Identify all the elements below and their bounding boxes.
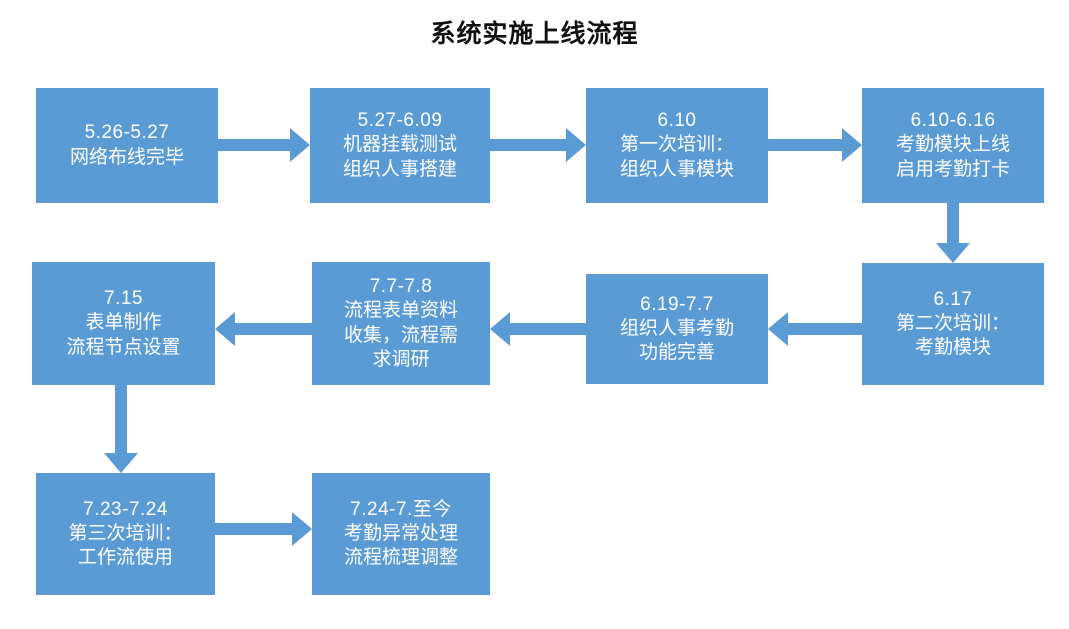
flow-node-4-line2: 启用考勤打卡 — [895, 158, 1010, 180]
arrow-n4-to-n5 — [936, 203, 970, 263]
arrow-n2-to-n3 — [490, 128, 586, 162]
flow-node-10-date: 7.24-7.至今 — [350, 498, 452, 520]
flow-node-3[interactable]: 6.10 第一次培训： 组织人事模块 — [586, 88, 768, 203]
flow-node-3-line2: 组织人事模块 — [619, 158, 734, 180]
flow-node-5[interactable]: 6.17 第二次培训： 考勤模块 — [862, 263, 1044, 385]
arrow-head — [290, 128, 310, 162]
flow-node-6-line1: 组织人事考勤 — [619, 317, 734, 339]
arrow-shaft — [947, 203, 959, 243]
arrow-shaft — [768, 139, 842, 151]
flow-node-2[interactable]: 5.27-6.09 机器挂载测试 组织人事搭建 — [310, 88, 490, 203]
arrow-n1-to-n2 — [218, 128, 310, 162]
flow-node-7-line1: 流程表单资料 — [343, 300, 458, 322]
flow-node-5-line2: 考勤模块 — [914, 337, 991, 359]
arrow-shaft — [490, 139, 566, 151]
flow-node-1[interactable]: 5.26-5.27 网络布线完毕 — [36, 88, 218, 203]
flow-node-6[interactable]: 6.19-7.7 组织人事考勤 功能完善 — [586, 274, 768, 384]
flow-node-2-line1: 机器挂载测试 — [342, 134, 457, 156]
flow-node-3-line1: 第一次培训： — [619, 134, 734, 156]
arrow-shaft — [510, 323, 586, 335]
arrow-n7-to-n8 — [215, 312, 312, 346]
flow-node-4[interactable]: 6.10-6.16 考勤模块上线 启用考勤打卡 — [862, 88, 1044, 203]
arrow-n5-to-n6 — [768, 312, 862, 346]
arrow-head — [104, 453, 138, 473]
flow-node-3-date: 6.10 — [657, 110, 697, 132]
flow-node-4-date: 6.10-6.16 — [910, 110, 996, 132]
flow-node-6-date: 6.19-7.7 — [640, 293, 714, 315]
flow-node-9-line1: 第三次培训： — [68, 522, 183, 544]
arrow-head — [215, 312, 235, 346]
flow-node-2-line2: 组织人事搭建 — [342, 158, 457, 180]
flow-node-10-line1: 考勤异常处理 — [343, 522, 458, 544]
arrow-shaft — [788, 323, 862, 335]
flow-node-2-date: 5.27-6.09 — [357, 110, 443, 132]
arrow-n3-to-n4 — [768, 128, 862, 162]
flow-node-10-line2: 流程梳理调整 — [343, 547, 458, 569]
arrow-shaft — [115, 385, 127, 453]
arrow-head — [842, 128, 862, 162]
page-title: 系统实施上线流程 — [430, 21, 639, 48]
arrow-head — [768, 312, 788, 346]
arrow-n6-to-n7 — [490, 312, 586, 346]
arrow-head — [936, 243, 970, 263]
flow-node-9-date: 7.23-7.24 — [83, 498, 168, 520]
flow-node-5-date: 6.17 — [933, 288, 973, 310]
flow-node-8[interactable]: 7.15 表单制作 流程节点设置 — [32, 262, 215, 385]
arrow-head — [292, 512, 312, 546]
arrow-shaft — [215, 523, 292, 535]
flow-node-8-line1: 表单制作 — [85, 312, 162, 334]
arrow-head — [490, 312, 510, 346]
flow-node-10[interactable]: 7.24-7.至今 考勤异常处理 流程梳理调整 — [312, 473, 490, 595]
flow-node-9-line2: 工作流使用 — [77, 547, 173, 569]
arrow-n9-to-n10 — [215, 512, 312, 546]
flow-node-5-line1: 第二次培训： — [895, 312, 1010, 334]
flow-node-4-line1: 考勤模块上线 — [895, 134, 1010, 156]
arrow-head — [566, 128, 586, 162]
flow-node-7-date: 7.7-7.8 — [369, 275, 433, 297]
flow-node-7[interactable]: 7.7-7.8 流程表单资料 收集，流程需 求调研 — [312, 262, 490, 385]
flow-node-6-line2: 功能完善 — [638, 342, 715, 364]
flow-node-7-line3: 求调研 — [372, 348, 430, 370]
flow-node-8-line2: 流程节点设置 — [66, 336, 181, 358]
flow-node-9[interactable]: 7.23-7.24 第三次培训： 工作流使用 — [36, 473, 215, 595]
flow-node-8-date: 7.15 — [104, 288, 143, 310]
arrow-shaft — [235, 323, 312, 335]
flow-node-1-line1: 网络布线完毕 — [69, 146, 184, 168]
flow-node-1-date: 5.26-5.27 — [84, 122, 170, 144]
arrow-n8-to-n9 — [104, 385, 138, 473]
arrow-shaft — [218, 139, 290, 151]
flow-node-7-line2: 收集，流程需 — [343, 324, 458, 346]
